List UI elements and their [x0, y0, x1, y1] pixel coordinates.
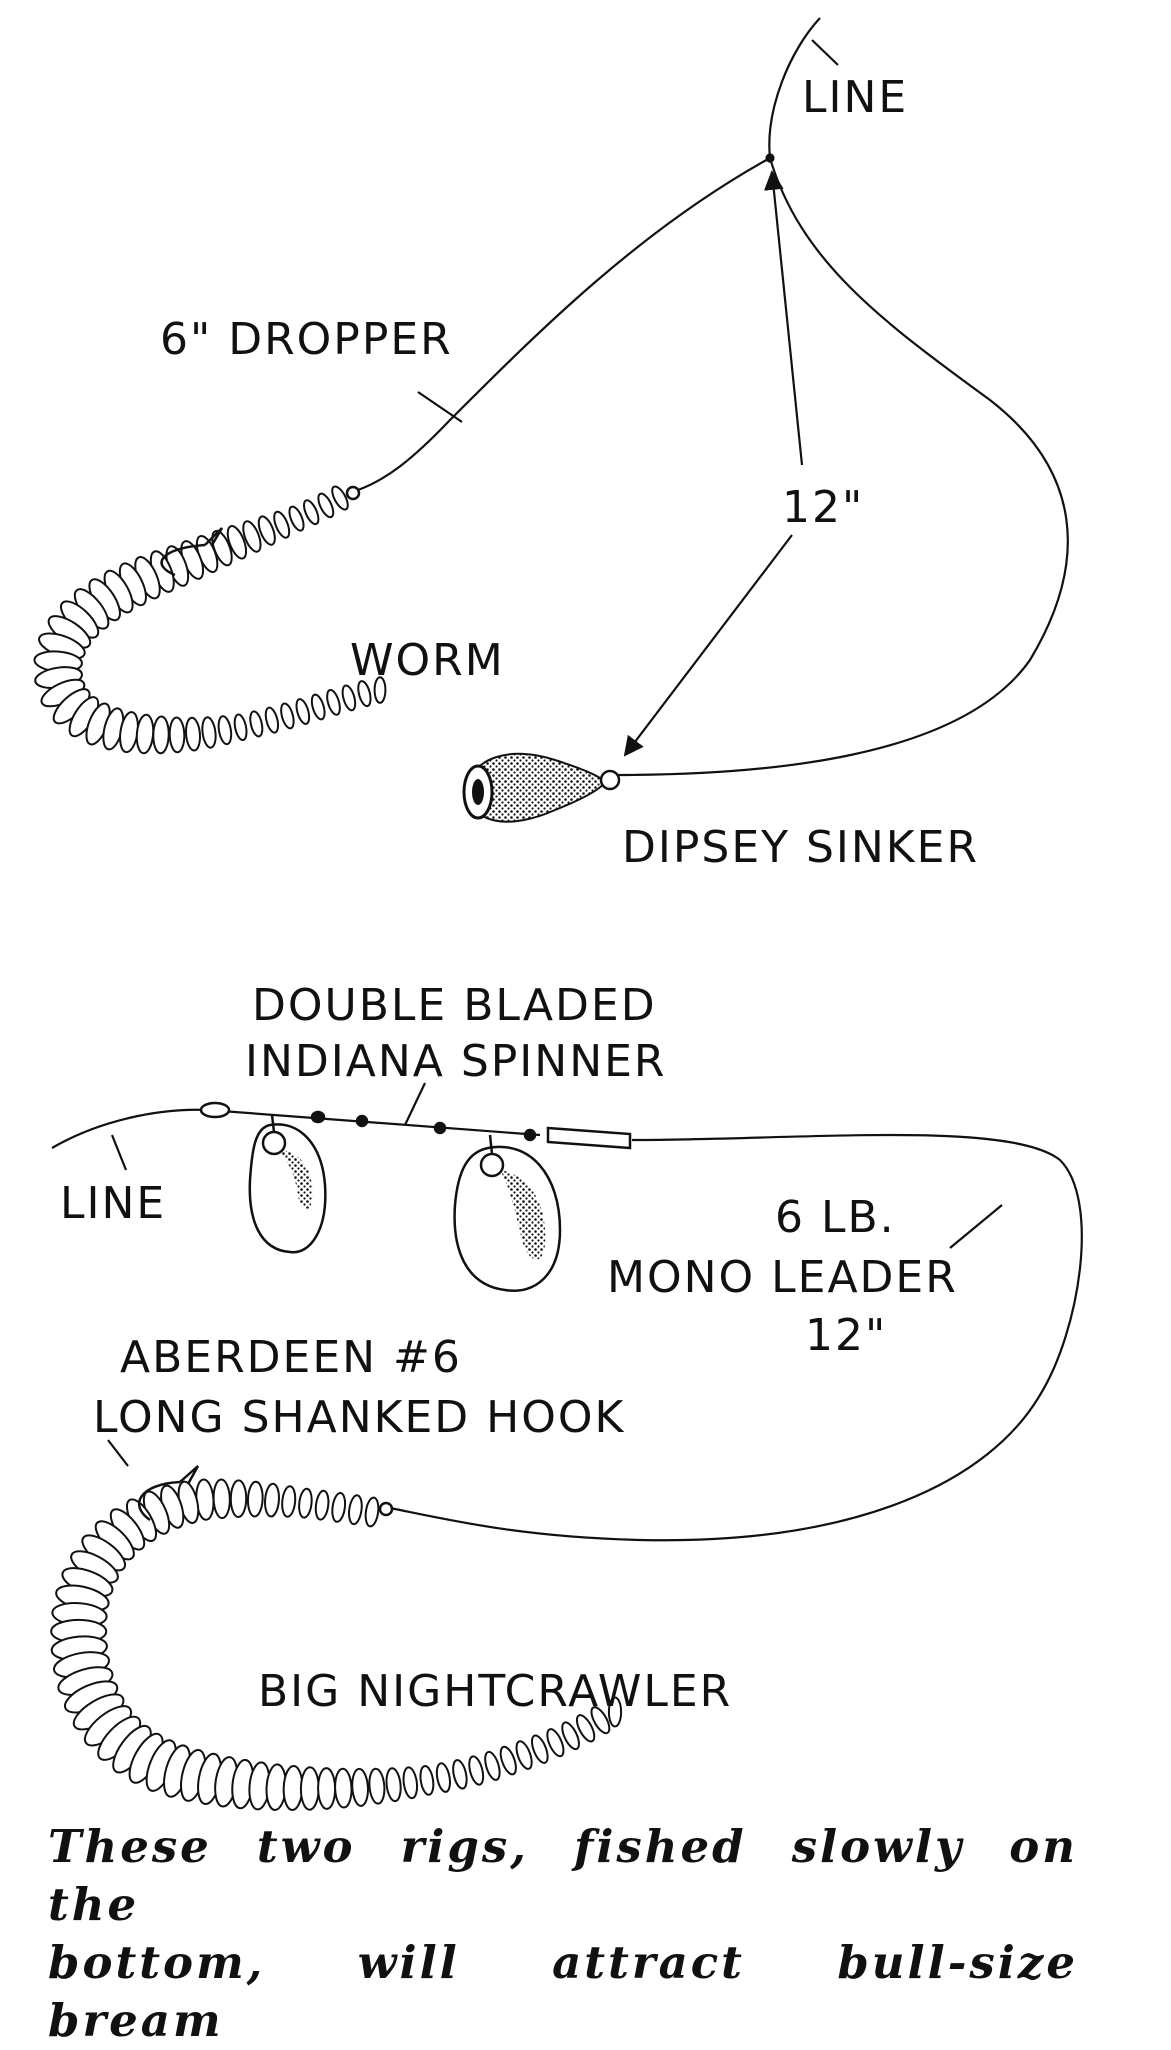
top-line-label: LINE	[802, 72, 908, 123]
worm-segment	[484, 1750, 501, 1781]
dropper-label-pointer	[417, 391, 463, 423]
worm-segment	[288, 505, 305, 532]
worm-segment	[590, 1706, 611, 1735]
worm-segment	[246, 1480, 264, 1518]
spinner-label-pointer	[404, 1082, 426, 1126]
worm-segment	[295, 698, 311, 725]
spinner-blade-1-icon	[248, 1114, 327, 1254]
hook-label-line2: LONG SHANKED HOOK	[93, 1392, 625, 1443]
worm-segment	[280, 702, 295, 730]
worm-segment	[152, 715, 170, 755]
worm-segment	[435, 1762, 451, 1793]
spinner-blade-2-icon	[453, 1134, 562, 1292]
worm-segment	[303, 499, 320, 526]
worm-segment	[226, 525, 248, 560]
worm-segment	[334, 1767, 353, 1809]
worm-segment	[373, 676, 387, 704]
caption-line-2: bottom, will attract bull-size bream	[48, 1936, 1078, 2047]
sinker-line	[614, 157, 1069, 777]
worm-segment	[607, 1696, 623, 1728]
worm-segment	[341, 684, 357, 712]
worm-segment	[242, 520, 262, 553]
worm-segment	[217, 715, 233, 746]
spinner-hardware	[199, 1101, 632, 1150]
worm-segment	[385, 1767, 402, 1803]
mono-leader	[389, 1133, 1083, 1542]
leader-label-line1: 6 LB.	[775, 1192, 896, 1243]
worm-segment	[317, 492, 335, 519]
worm-segment	[298, 1487, 313, 1519]
worm-segment	[264, 1482, 280, 1518]
worm-segment	[402, 1766, 419, 1800]
worm-segment	[364, 1496, 380, 1528]
leader-label-line3: 12"	[805, 1310, 887, 1361]
line-label-pointer-top	[811, 39, 839, 66]
worm-segment	[314, 1489, 330, 1521]
top-rig	[357, 17, 1069, 777]
junction-knot	[765, 153, 775, 163]
main-line-top	[768, 17, 821, 159]
spinner-label-line2: INDIANA SPINNER	[245, 1036, 667, 1087]
dimension-arrow-up	[763, 170, 804, 466]
worm-segment	[351, 1767, 369, 1807]
worm-segment	[452, 1759, 468, 1790]
distance-label: 12"	[782, 482, 864, 533]
worm-segment	[184, 716, 202, 752]
aberdeen-hook-icon	[137, 1465, 394, 1522]
worm-segment	[348, 1494, 363, 1526]
worm-segment	[212, 1478, 231, 1520]
bottom-rig	[51, 1082, 1083, 1542]
line-label-pointer-bottom	[110, 1134, 128, 1171]
worm-segment	[299, 1766, 320, 1811]
worm-segment	[515, 1740, 533, 1770]
worm-segment	[499, 1745, 517, 1776]
worm-segment	[575, 1714, 596, 1743]
dimension-arrow-down	[623, 534, 793, 757]
main-line-bottom	[51, 1108, 209, 1149]
nightcrawler-worm	[50, 1478, 623, 1811]
worm-segment	[561, 1721, 580, 1751]
dipsey-sinker-icon	[462, 752, 621, 823]
caption-line-1: These two rigs, fished slowly on the	[48, 1820, 1078, 1931]
worm-segment	[249, 710, 264, 738]
worm-segment	[257, 515, 276, 546]
worm-segment	[168, 716, 186, 754]
top-worm	[33, 485, 387, 755]
hook-label-line1: ABERDEEN #6	[120, 1332, 462, 1383]
worm-segment	[201, 716, 217, 749]
worm-segment	[229, 1479, 248, 1518]
worm-label: WORM	[350, 635, 505, 686]
worm-segment	[317, 1767, 337, 1810]
worm-segment	[233, 713, 248, 742]
worm-segment	[273, 510, 291, 539]
spinner-label-line1: DOUBLE BLADED	[252, 980, 657, 1031]
rig-diagram: LINE 6" DROPPER 12" WORM DIPSEY SINKER	[33, 17, 1083, 1811]
worm-segment	[419, 1765, 435, 1796]
leader-label-pointer	[949, 1204, 1003, 1249]
dropper-label: 6" DROPPER	[160, 314, 453, 365]
worm-segment	[310, 693, 326, 721]
hook-label-pointer	[107, 1439, 129, 1467]
worm-segment	[326, 689, 341, 716]
worm-segment	[357, 680, 372, 708]
bottom-line-label: LINE	[60, 1178, 166, 1229]
leader-sleeve	[546, 1126, 632, 1150]
spinner-shaft	[207, 1108, 541, 1137]
worm-segment	[264, 706, 280, 734]
worm-segment	[331, 1492, 347, 1523]
dropper-line	[357, 157, 771, 492]
sinker-label: DIPSEY SINKER	[622, 822, 979, 873]
figure-caption: These two rigs, fished slowly on the bot…	[48, 1818, 1078, 2050]
nightcrawler-label: BIG NIGHTCRAWLER	[258, 1666, 732, 1717]
top-hook-icon	[160, 485, 361, 577]
worm-segment	[281, 1485, 297, 1518]
worm-segment	[530, 1734, 549, 1764]
worm-segment	[468, 1755, 485, 1786]
worm-segment	[331, 485, 349, 511]
worm-segment	[368, 1767, 386, 1805]
worm-segment	[546, 1728, 565, 1758]
leader-label-line2: MONO LEADER	[607, 1252, 958, 1303]
